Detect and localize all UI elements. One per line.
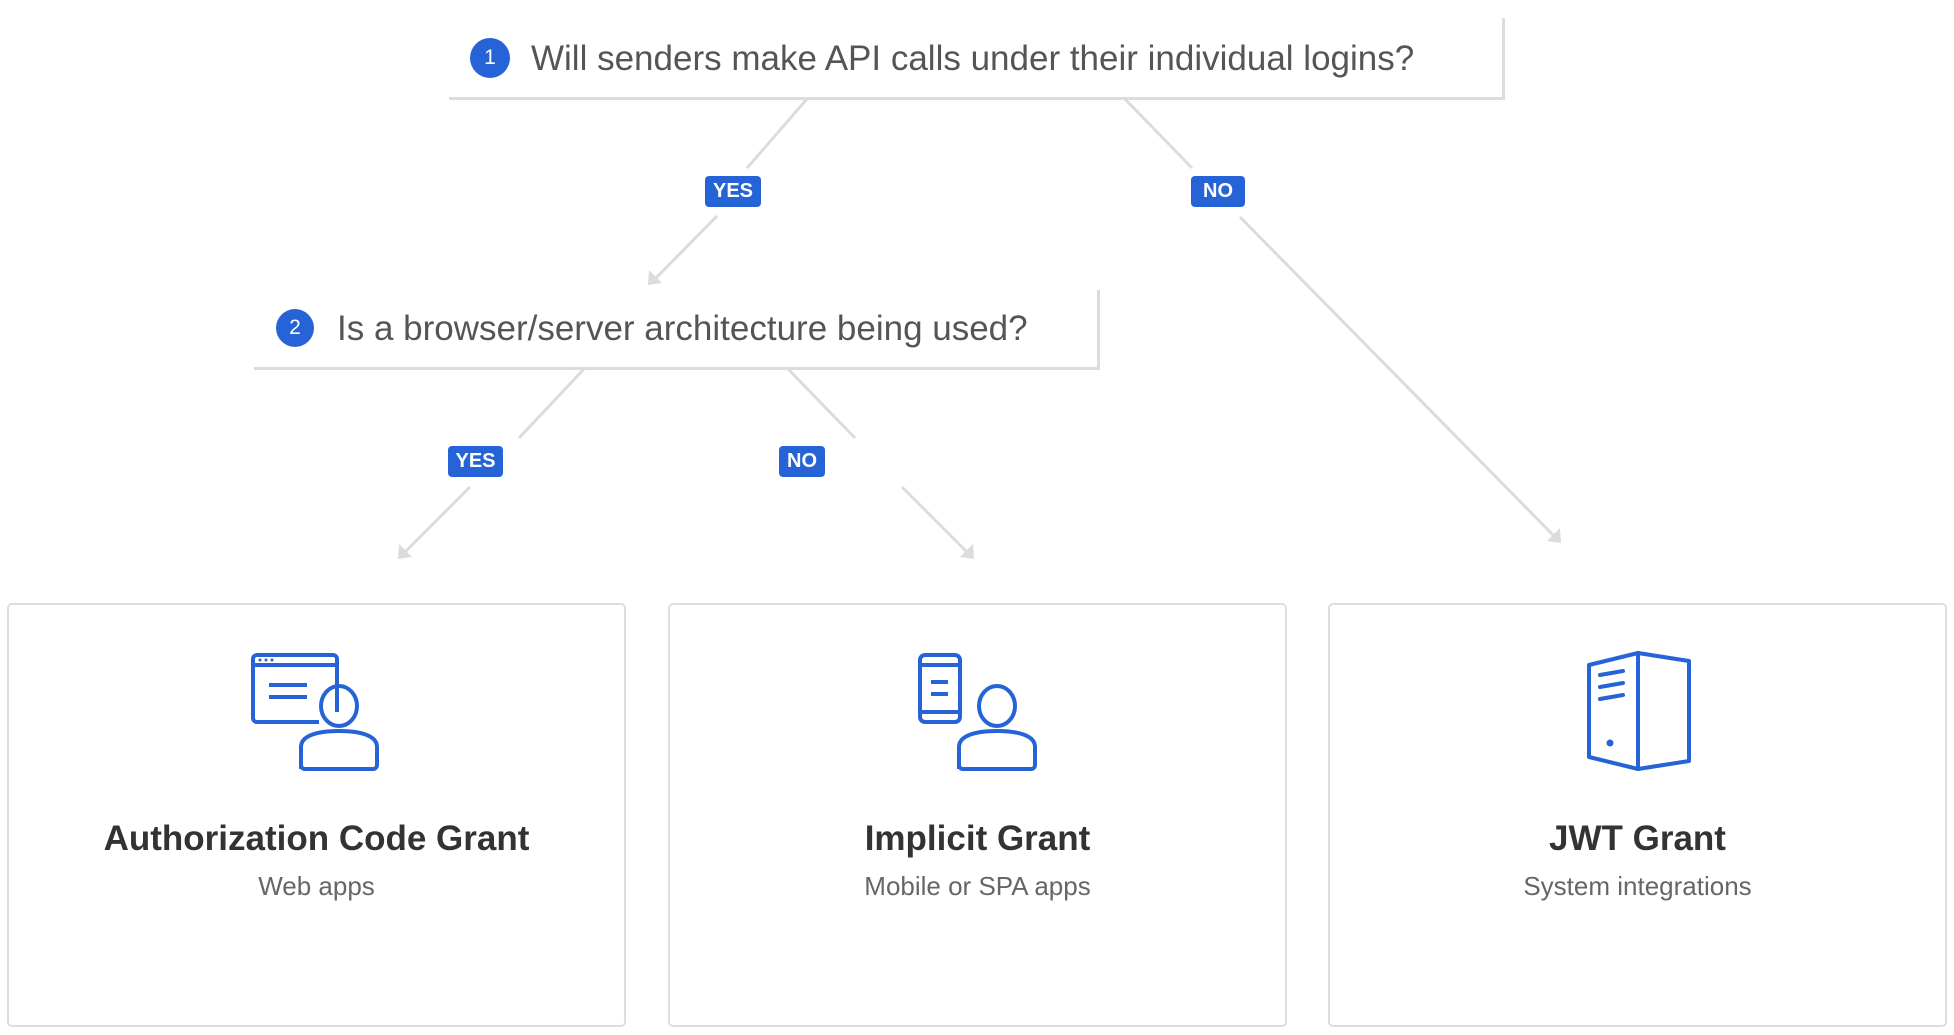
arrowhead-icon [960, 544, 974, 559]
card-title: Implicit Grant [864, 819, 1091, 858]
question-1: 1 Will senders make API calls under thei… [449, 18, 1505, 100]
card-subtitle: Mobile or SPA apps [864, 871, 1091, 901]
mobile-user-icon [917, 653, 1037, 771]
branch-label-yes: YES [448, 446, 503, 477]
card-title: JWT Grant [1549, 819, 1726, 858]
branch-label-no: NO [1191, 176, 1245, 207]
browser-user-icon [250, 653, 379, 771]
arrowhead-icon [1547, 528, 1561, 543]
arrowhead-icon [398, 544, 412, 559]
card-authorization-code-grant[interactable]: Authorization Code Grant Web apps [7, 603, 626, 1027]
card-subtitle: Web apps [258, 871, 375, 901]
branch-label-no: NO [779, 446, 825, 477]
card-subtitle: System integrations [1523, 871, 1752, 901]
card-implicit-grant[interactable]: Implicit Grant Mobile or SPA apps [668, 603, 1287, 1027]
step-number-badge: 2 [276, 309, 314, 347]
question-text: Will senders make API calls under their … [531, 39, 1415, 78]
branch-label-yes: YES [705, 176, 761, 207]
card-jwt-grant[interactable]: JWT Grant System integrations [1328, 603, 1947, 1027]
question-text: Is a browser/server architecture being u… [337, 309, 1028, 348]
server-icon [1586, 651, 1691, 771]
card-title: Authorization Code Grant [103, 819, 530, 858]
step-number-badge: 1 [470, 38, 510, 78]
question-2: 2 Is a browser/server architecture being… [254, 290, 1100, 370]
arrowhead-icon [648, 270, 662, 285]
